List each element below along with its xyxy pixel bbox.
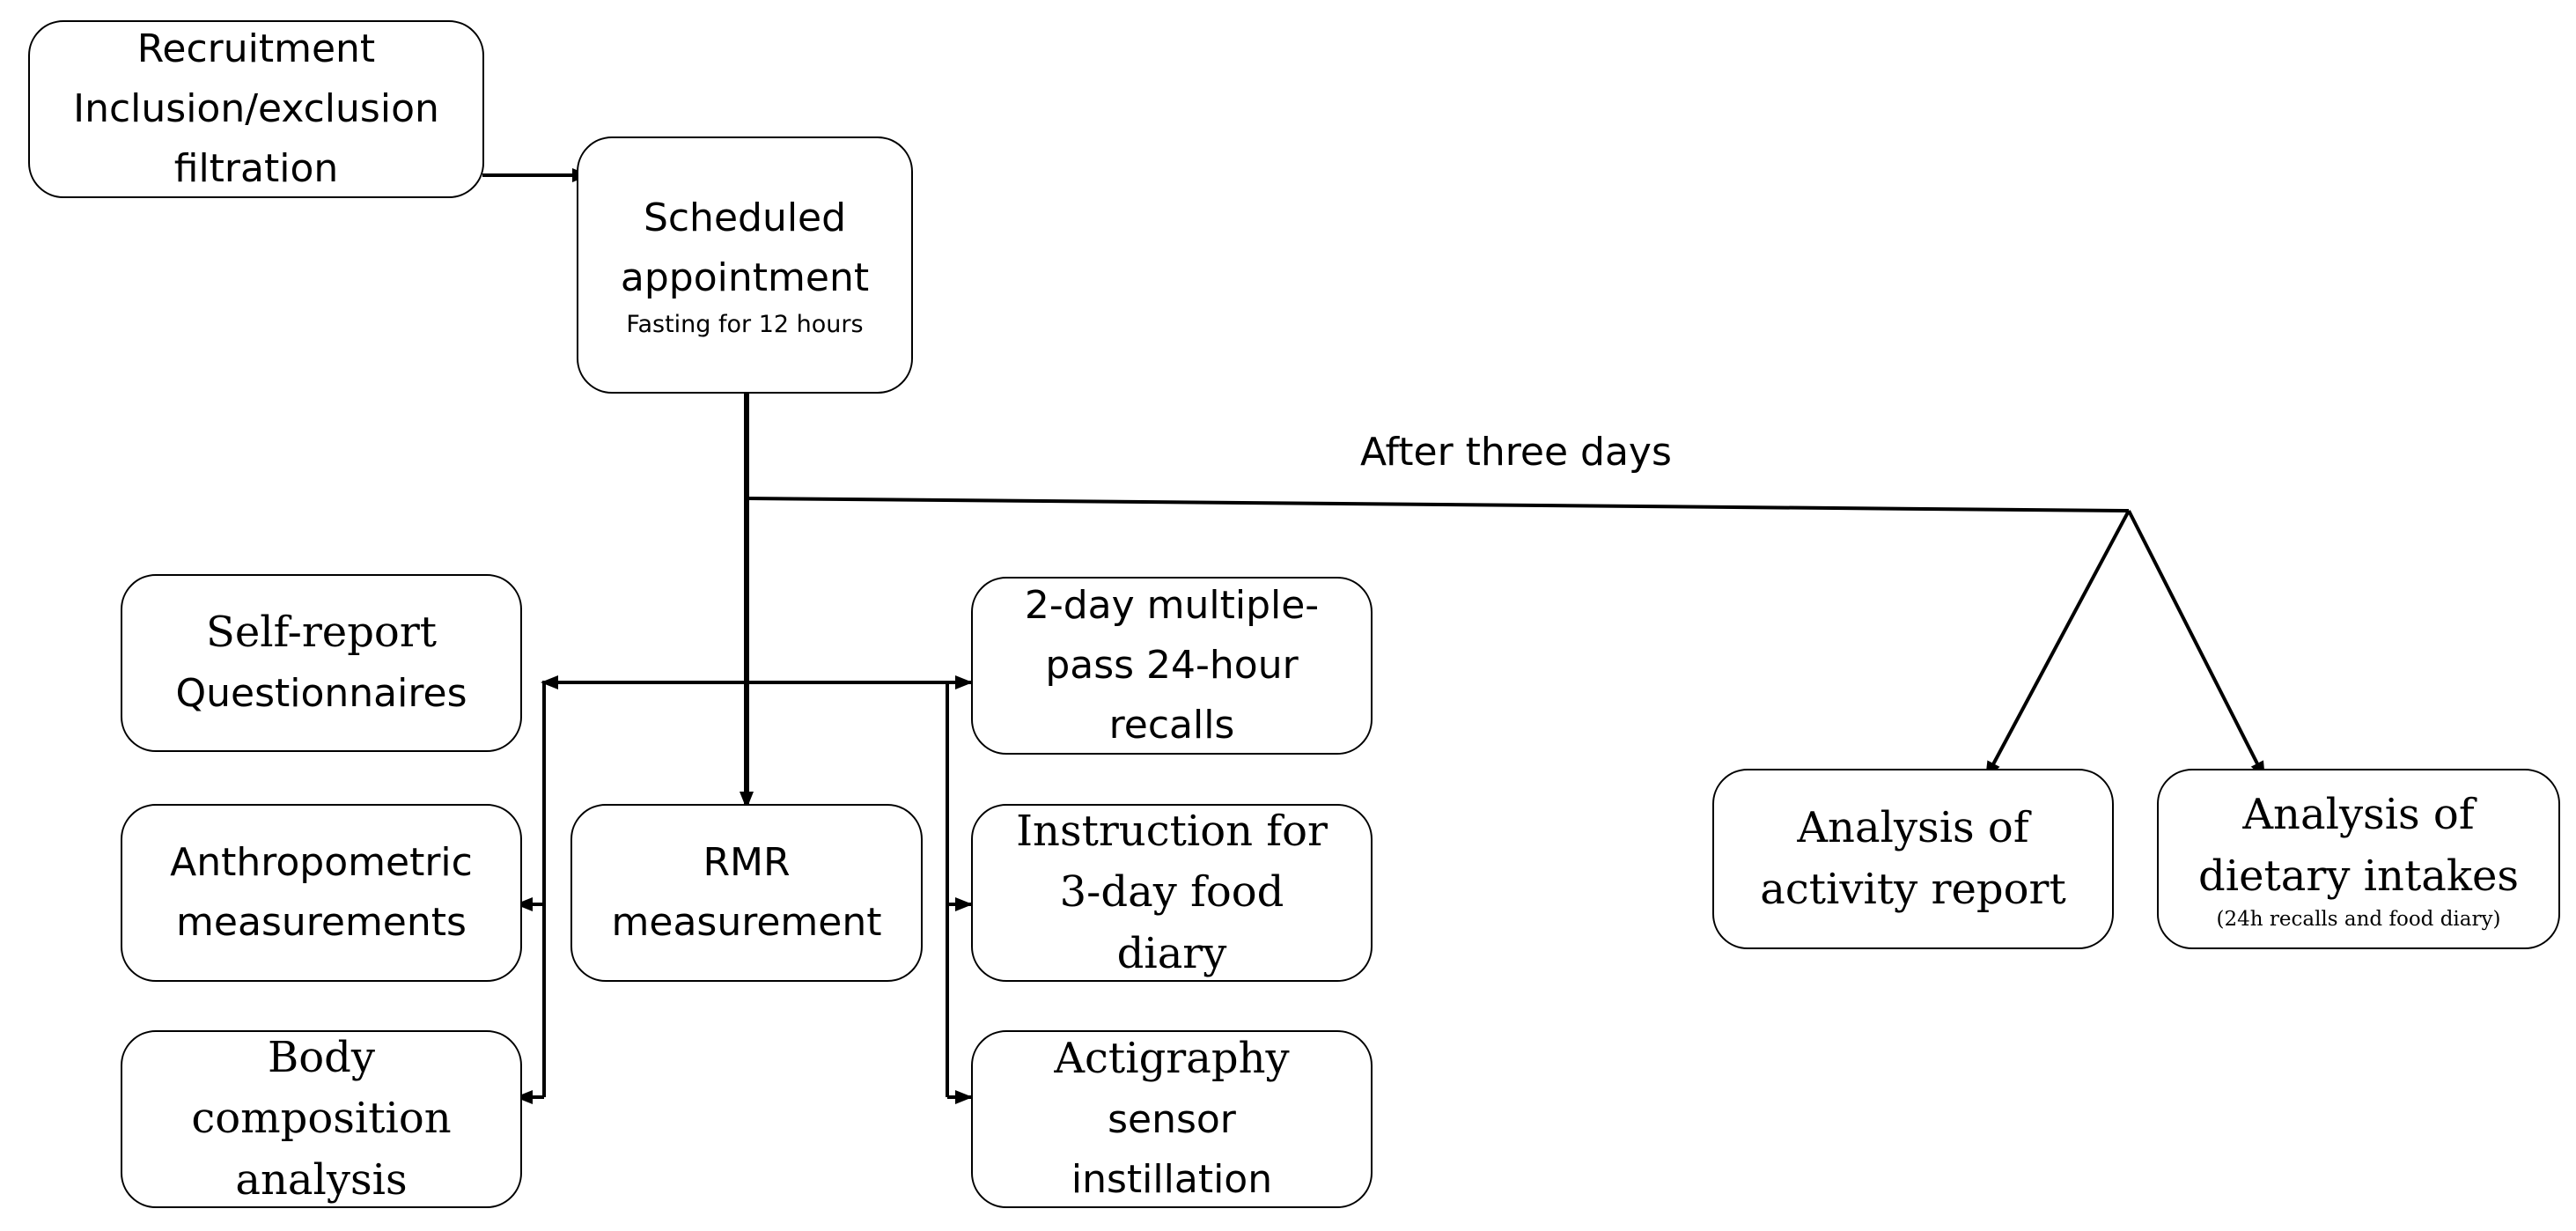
node-scheduled-appointment: Scheduled appointment Fasting for 12 hou…	[577, 136, 913, 394]
node-text: appointment	[620, 255, 870, 301]
node-text: diary	[1116, 928, 1227, 978]
node-text: Actigraphy	[1054, 1034, 1290, 1084]
node-text: analysis	[235, 1154, 408, 1205]
node-text: Scheduled	[643, 195, 847, 240]
node-text: composition	[191, 1094, 452, 1144]
node-rmr-measurement: RMR measurement	[570, 804, 923, 982]
node-activity-report-analysis: Analysis of activity report	[1712, 769, 2114, 949]
node-text: 2-day multiple-	[1024, 582, 1320, 628]
edge-to-activity-analysis	[1984, 510, 2131, 779]
node-text: activity report	[1760, 864, 2066, 914]
node-text: sensor	[1108, 1096, 1236, 1142]
branch-after-three-days	[746, 497, 2130, 512]
node-note: Fasting for 12 hours	[626, 311, 864, 339]
node-24-hour-recalls: 2-day multiple- pass 24-hour recalls	[971, 577, 1373, 755]
edge-label-after-three-days: After three days	[1360, 430, 1672, 475]
node-text: Questionnaires	[175, 670, 467, 716]
node-text: instillation	[1071, 1156, 1273, 1202]
node-text: Inclusion/exclusion	[73, 85, 439, 131]
node-text: 3-day food	[1059, 867, 1284, 918]
edge-to-dietary-analysis	[2127, 510, 2266, 779]
node-text: Recruitment	[136, 26, 376, 71]
node-text: Instruction for	[1016, 806, 1328, 856]
node-text: recalls	[1108, 703, 1235, 748]
node-body-composition-analysis: Body composition analysis	[121, 1030, 522, 1208]
node-text: Body	[267, 1032, 375, 1082]
node-note: (24h recalls and food diary)	[2216, 908, 2501, 932]
node-text: filtration	[173, 146, 339, 192]
node-text: RMR	[703, 839, 791, 885]
node-text: dietary intakes	[2197, 851, 2519, 901]
node-actigraphy-sensor: Actigraphy sensor instillation	[971, 1030, 1373, 1208]
node-dietary-intakes-analysis: Analysis of dietary intakes (24h recalls…	[2157, 769, 2560, 949]
node-recruitment: Recruitment Inclusion/exclusion filtrati…	[28, 20, 484, 198]
node-text: Analysis of	[1797, 802, 2029, 852]
node-food-diary-instruction: Instruction for 3-day food diary	[971, 804, 1373, 982]
node-text: measurement	[611, 900, 882, 945]
node-self-report-questionnaires: Self-report Questionnaires	[121, 574, 522, 752]
node-text: measurements	[176, 900, 467, 945]
node-anthropometric-measurements: Anthropometric measurements	[121, 804, 522, 982]
node-text: Self-report	[205, 608, 438, 658]
node-text: Analysis of	[2242, 789, 2475, 839]
node-text: Anthropometric	[170, 839, 473, 885]
node-text: pass 24-hour	[1045, 642, 1299, 688]
